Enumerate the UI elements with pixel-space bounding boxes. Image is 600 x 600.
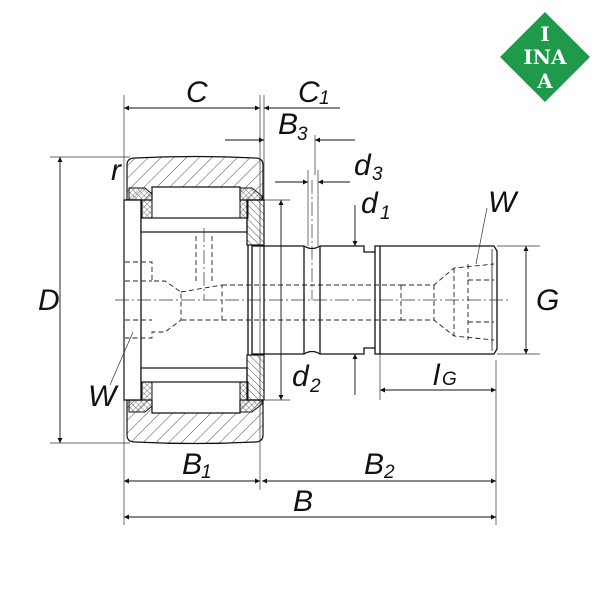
label-W-right: W [488, 186, 519, 219]
svg-text:B: B [278, 108, 298, 141]
label-W-left: W [88, 380, 119, 413]
leader-lines [109, 207, 488, 386]
svg-text:1: 1 [380, 203, 391, 224]
svg-text:l: l [433, 359, 441, 392]
center-lines [115, 180, 510, 301]
svg-text:1: 1 [319, 88, 330, 109]
svg-text:3: 3 [297, 124, 308, 145]
svg-text:B: B [364, 448, 384, 481]
svg-text:d: d [292, 360, 310, 393]
svg-text:G: G [442, 369, 457, 390]
svg-text:I: I [540, 22, 549, 46]
stud [247, 245, 498, 355]
label-B1: B1 [182, 448, 212, 483]
label-B: B [293, 485, 313, 518]
svg-text:3: 3 [372, 164, 383, 185]
dimension-lines [57, 105, 529, 520]
svg-text:1: 1 [201, 462, 212, 483]
hidden-lines [125, 236, 495, 341]
label-G: G [536, 284, 559, 317]
label-B3: B3 [278, 108, 308, 145]
svg-text:2: 2 [309, 376, 321, 397]
label-C: C [186, 76, 208, 109]
outer-ring [126, 155, 264, 445]
label-D: D [38, 284, 60, 317]
svg-text:INA: INA [523, 45, 567, 69]
svg-text:A: A [536, 69, 553, 93]
svg-text:d: d [361, 187, 379, 220]
ina-logo: I INA A [500, 12, 590, 102]
svg-text:C: C [298, 76, 320, 109]
svg-text:d: d [354, 149, 372, 182]
svg-text:2: 2 [383, 462, 395, 483]
label-r: r [111, 154, 122, 187]
svg-text:B: B [182, 448, 202, 481]
